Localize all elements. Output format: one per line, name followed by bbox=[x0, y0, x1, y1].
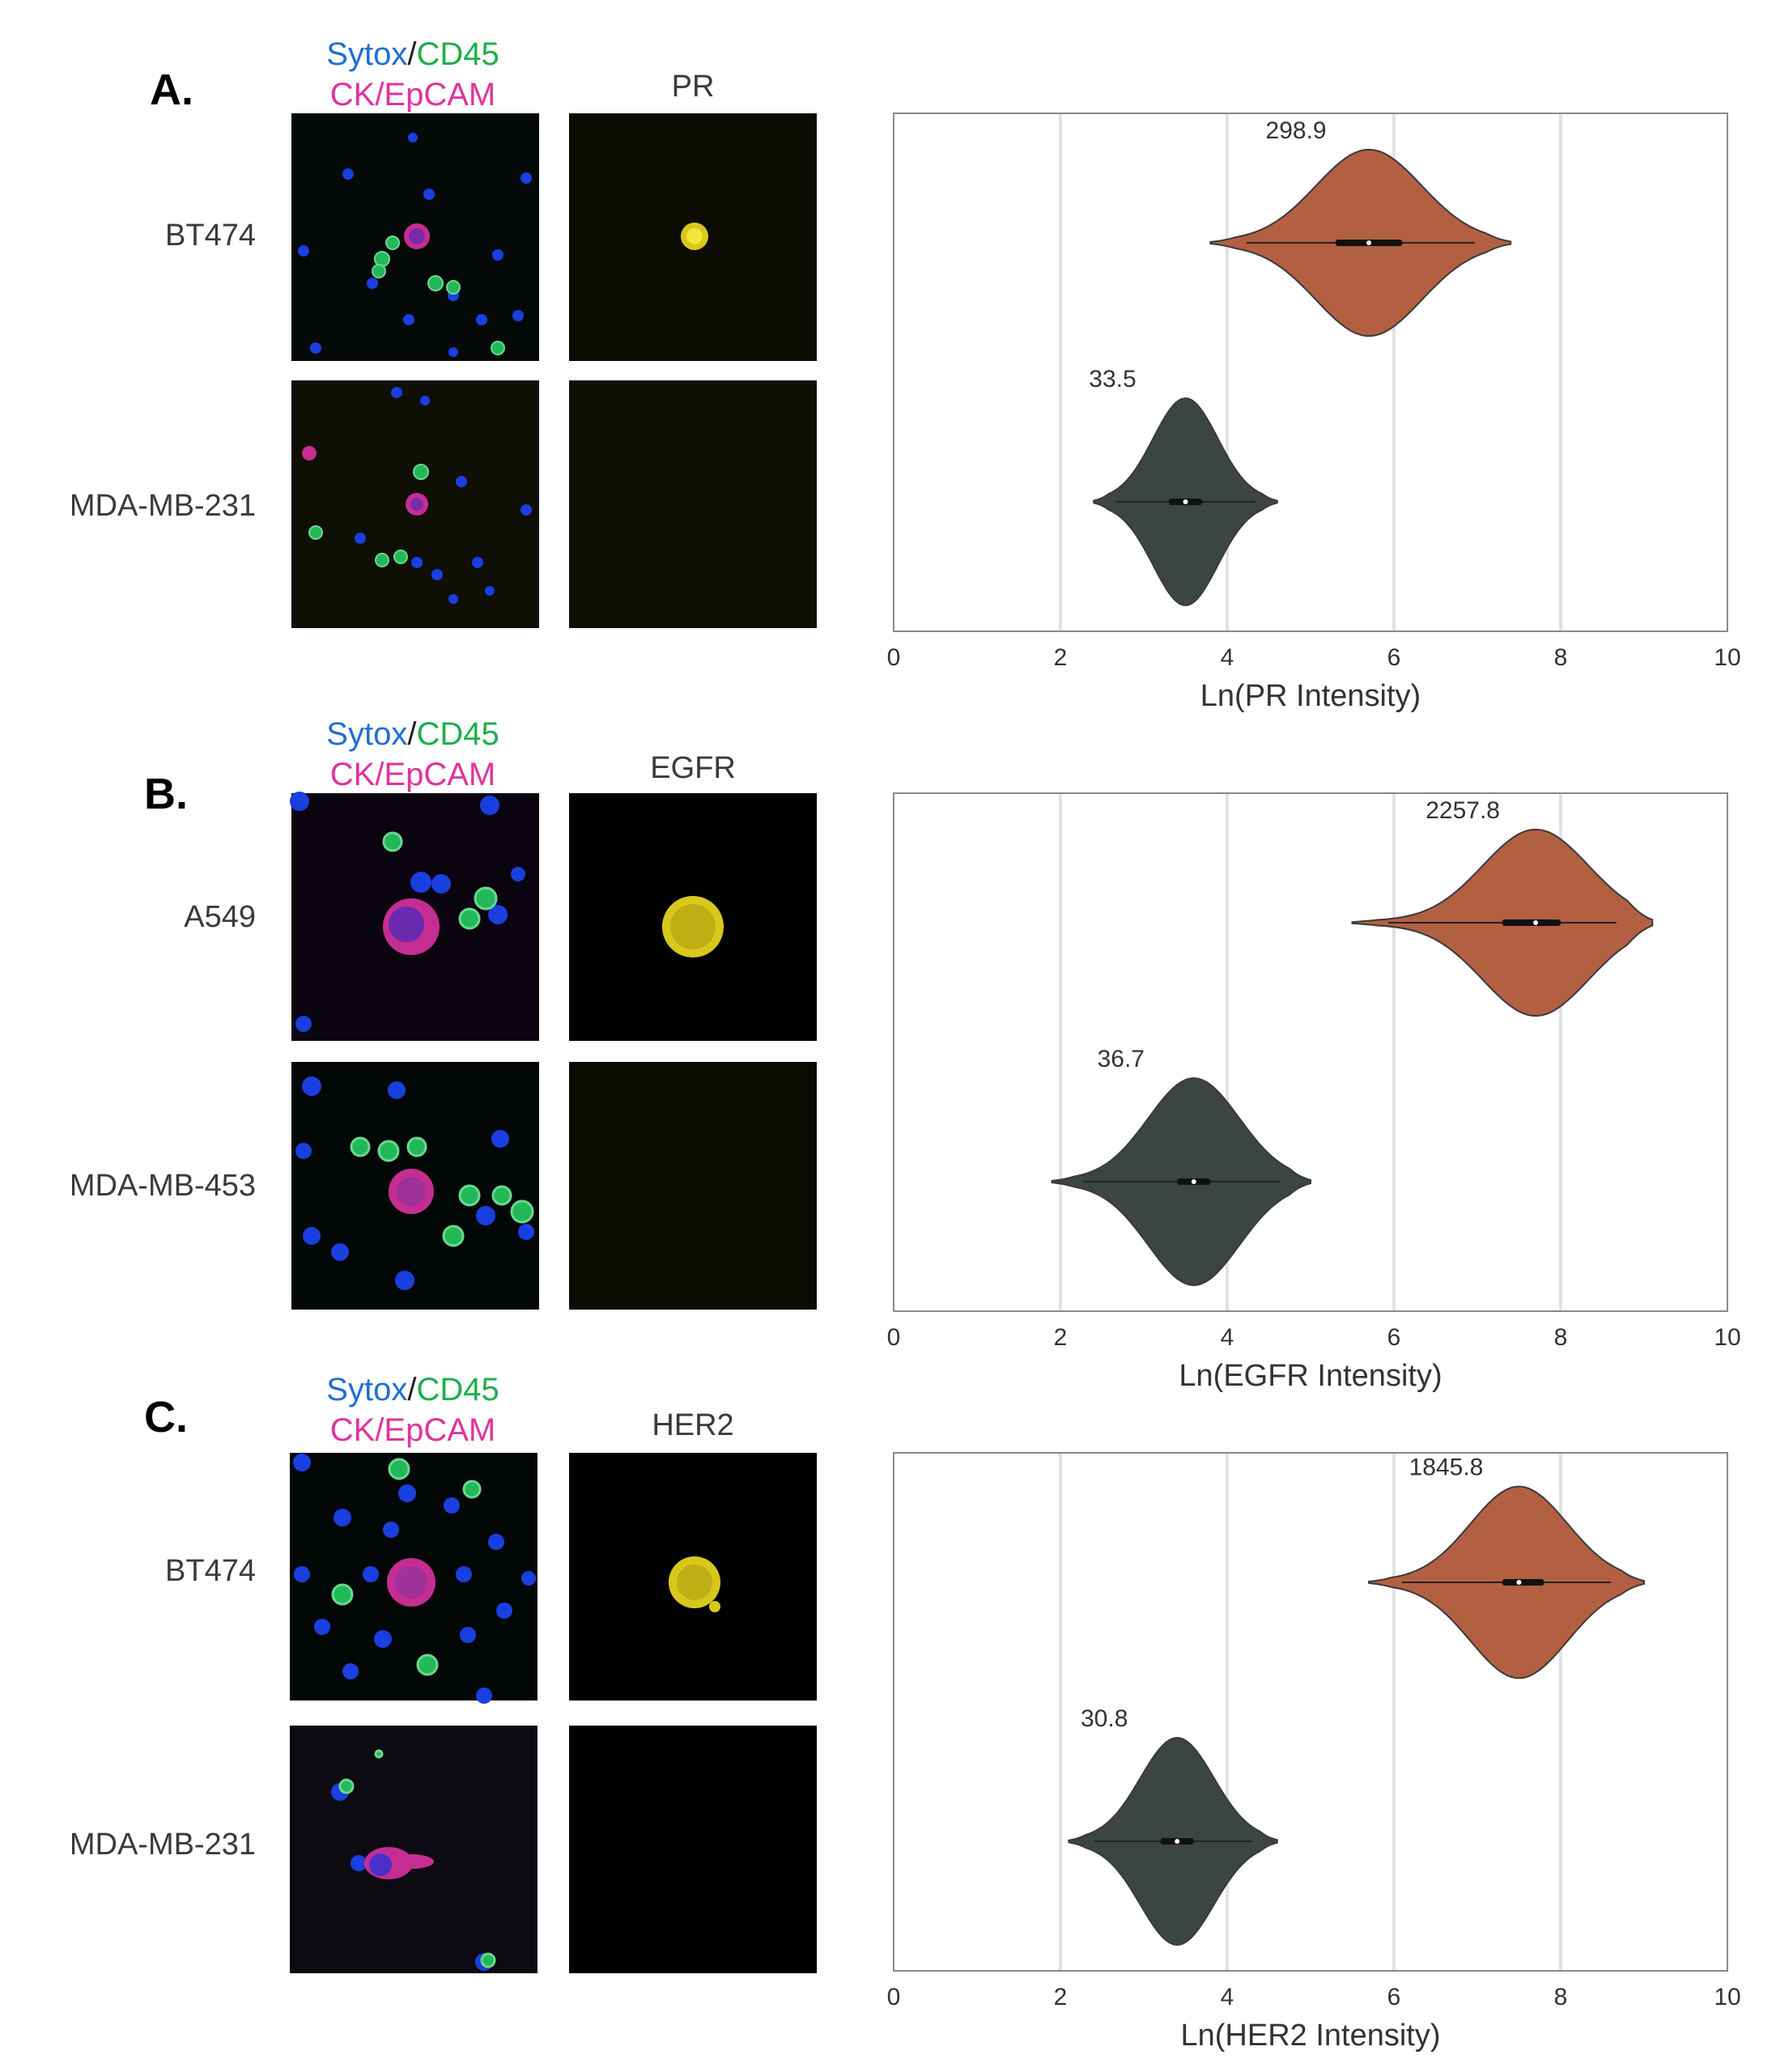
violin-iqr bbox=[1502, 1579, 1544, 1586]
median-value-label: 2257.8 bbox=[1425, 797, 1500, 824]
marker-channel-image bbox=[569, 113, 817, 361]
x-tick-label: 6 bbox=[1387, 1984, 1401, 2010]
cell-line-label: BT474 bbox=[165, 219, 256, 253]
x-tick-label: 10 bbox=[1714, 644, 1740, 671]
marker-channel-image bbox=[569, 1453, 817, 1700]
marker-channel-image bbox=[569, 793, 817, 1041]
plot-frame bbox=[893, 792, 1728, 1312]
legend-slash: / bbox=[407, 716, 417, 752]
legend-cd45: CD45 bbox=[416, 1372, 499, 1408]
x-tick-label: 2 bbox=[1054, 1984, 1068, 2010]
legend-sytox: Sytox bbox=[326, 36, 408, 72]
marker-title: EGFR bbox=[650, 751, 736, 785]
merged-channel-image bbox=[290, 792, 539, 1041]
channel-legend: Sytox/CD45 CK/EpCAM bbox=[243, 714, 583, 795]
median-value-label: 33.5 bbox=[1089, 366, 1136, 393]
merged-channel-image bbox=[290, 1726, 537, 1973]
median-value-label: 30.8 bbox=[1081, 1705, 1128, 1732]
cell-line-label: A549 bbox=[184, 900, 256, 934]
x-tick-label: 2 bbox=[1054, 644, 1068, 671]
marker-channel-image bbox=[569, 1726, 817, 1973]
marker-title: PR bbox=[671, 70, 715, 104]
x-tick-label: 10 bbox=[1714, 1984, 1740, 2010]
cell-line-label: BT474 bbox=[165, 1554, 256, 1588]
violin-median bbox=[1533, 920, 1539, 925]
plot-frame bbox=[893, 1452, 1728, 1972]
legend-slash: / bbox=[407, 36, 417, 72]
legend-sytox: Sytox bbox=[326, 1372, 408, 1408]
marker-channel-image bbox=[569, 380, 817, 628]
median-value-label: 298.9 bbox=[1266, 117, 1327, 144]
plot-frame bbox=[893, 113, 1728, 632]
cell-line-label: MDA-MB-453 bbox=[69, 1169, 256, 1203]
violin-median bbox=[1175, 1839, 1180, 1844]
cell-line-label: MDA-MB-231 bbox=[69, 1828, 256, 1862]
median-value-label: 36.7 bbox=[1098, 1046, 1145, 1072]
legend-ck-epcam: CK/EpCAM bbox=[329, 77, 496, 113]
legend-ck-epcam: CK/EpCAM bbox=[329, 757, 496, 792]
x-tick-label: 2 bbox=[1054, 1324, 1068, 1351]
legend-cd45: CD45 bbox=[416, 36, 499, 72]
x-axis-label: Ln(HER2 Intensity) bbox=[1180, 2019, 1440, 2053]
x-tick-label: 8 bbox=[1554, 1984, 1568, 2010]
channel-legend: Sytox/CD45 CK/EpCAM bbox=[243, 34, 583, 115]
panel-letter: B. bbox=[144, 770, 188, 818]
x-tick-label: 6 bbox=[1387, 644, 1401, 671]
x-axis-label: Ln(EGFR Intensity) bbox=[1179, 1359, 1442, 1393]
x-tick-label: 8 bbox=[1554, 1324, 1568, 1351]
panel-letter: A. bbox=[150, 66, 193, 114]
marker-channel-image bbox=[569, 1062, 817, 1310]
legend-ck-epcam: CK/EpCAM bbox=[329, 1412, 496, 1448]
x-tick-label: 6 bbox=[1387, 1324, 1401, 1351]
legend-cd45: CD45 bbox=[416, 716, 499, 752]
marker-title: HER2 bbox=[652, 1408, 734, 1442]
panel-letter: C. bbox=[144, 1393, 188, 1441]
x-tick-label: 4 bbox=[1221, 1324, 1234, 1351]
x-tick-label: 4 bbox=[1221, 644, 1234, 671]
legend-sytox: Sytox bbox=[326, 716, 408, 752]
panel-a: A. Sytox/CD45 CK/EpCAM PR BT474 MDA-MB-2… bbox=[0, 0, 1776, 713]
channel-legend: Sytox/CD45 CK/EpCAM bbox=[243, 1369, 583, 1450]
x-tick-label: 0 bbox=[887, 1984, 901, 2010]
x-tick-label: 0 bbox=[887, 1324, 901, 1351]
merged-channel-image bbox=[290, 1453, 537, 1704]
violin-median bbox=[1183, 499, 1188, 504]
violin-median bbox=[1516, 1580, 1522, 1585]
x-tick-label: 0 bbox=[887, 644, 901, 671]
cell-line-label: MDA-MB-231 bbox=[69, 489, 256, 523]
violin-median bbox=[1366, 240, 1372, 245]
merged-channel-image bbox=[291, 1062, 539, 1310]
median-value-label: 1845.8 bbox=[1409, 1454, 1484, 1481]
merged-channel-image bbox=[291, 113, 539, 361]
x-tick-label: 4 bbox=[1221, 1984, 1234, 2010]
merged-channel-image bbox=[291, 380, 539, 628]
x-tick-label: 8 bbox=[1554, 644, 1568, 671]
panel-c: C. Sytox/CD45 CK/EpCAM HER2 BT474 MDA-MB… bbox=[0, 1360, 1776, 2053]
violin-median bbox=[1191, 1179, 1196, 1184]
legend-slash: / bbox=[407, 1372, 417, 1408]
x-tick-label: 10 bbox=[1714, 1324, 1740, 1351]
x-axis-label: Ln(PR Intensity) bbox=[1200, 679, 1421, 713]
violin-iqr bbox=[1502, 919, 1561, 926]
panel-b: B. Sytox/CD45 CK/EpCAM EGFR A549 MDA-MB-… bbox=[0, 680, 1776, 1393]
